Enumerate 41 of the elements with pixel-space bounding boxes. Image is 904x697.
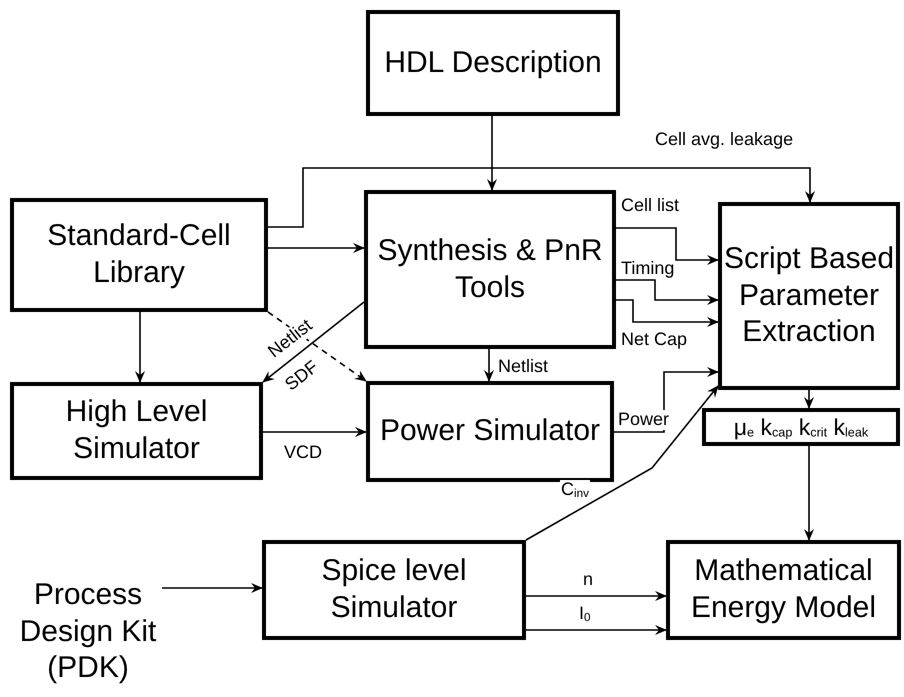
arrow [135,312,145,383]
process-box [702,408,900,446]
edge-label: Cell avg. leakage [654,130,794,150]
node-label: Process Design Kit (PDK) [18,577,158,686]
arrow [526,625,667,635]
box-label: High Level Simulator [64,394,208,467]
arrow [484,349,494,382]
edge-label: Power [617,410,670,430]
edge-label: Timing [620,259,676,279]
process-box [718,202,900,390]
box-label: Mathematical Energy Model [690,553,878,626]
arrow [616,299,719,327]
process-box [10,382,263,480]
box-label: Synthesis & PnR Tools [376,232,604,306]
arrow [268,243,365,253]
box-label: Standard-Cell Library [46,218,232,291]
box-label: Script Based Parameter Extraction [722,241,896,350]
process-box [10,198,268,312]
arrow [162,583,263,593]
dashed-arrow [268,311,367,382]
arrow [804,446,814,541]
arrow [487,116,497,191]
arrow [804,390,814,409]
process-box [666,540,901,640]
arrow [526,591,667,601]
box-label: μ$_{e}$ k$_{cap}$ k$_{crit}$ k$_{leak}$ [734,412,868,442]
process-box [262,540,526,640]
box-label: HDL Description [384,44,602,81]
arrow [614,367,719,433]
arrow [616,227,719,265]
arrow [616,279,719,305]
arrow [263,427,367,437]
arrow [268,167,815,228]
arrow [526,385,719,541]
process-box [366,381,614,482]
box-label: Power Simulator [380,413,600,450]
process-box [366,10,620,116]
arrow [262,301,364,383]
process-box [364,190,616,349]
box-label: Spice level Simulator [320,553,468,626]
edge-label: Net Cap [620,330,688,350]
